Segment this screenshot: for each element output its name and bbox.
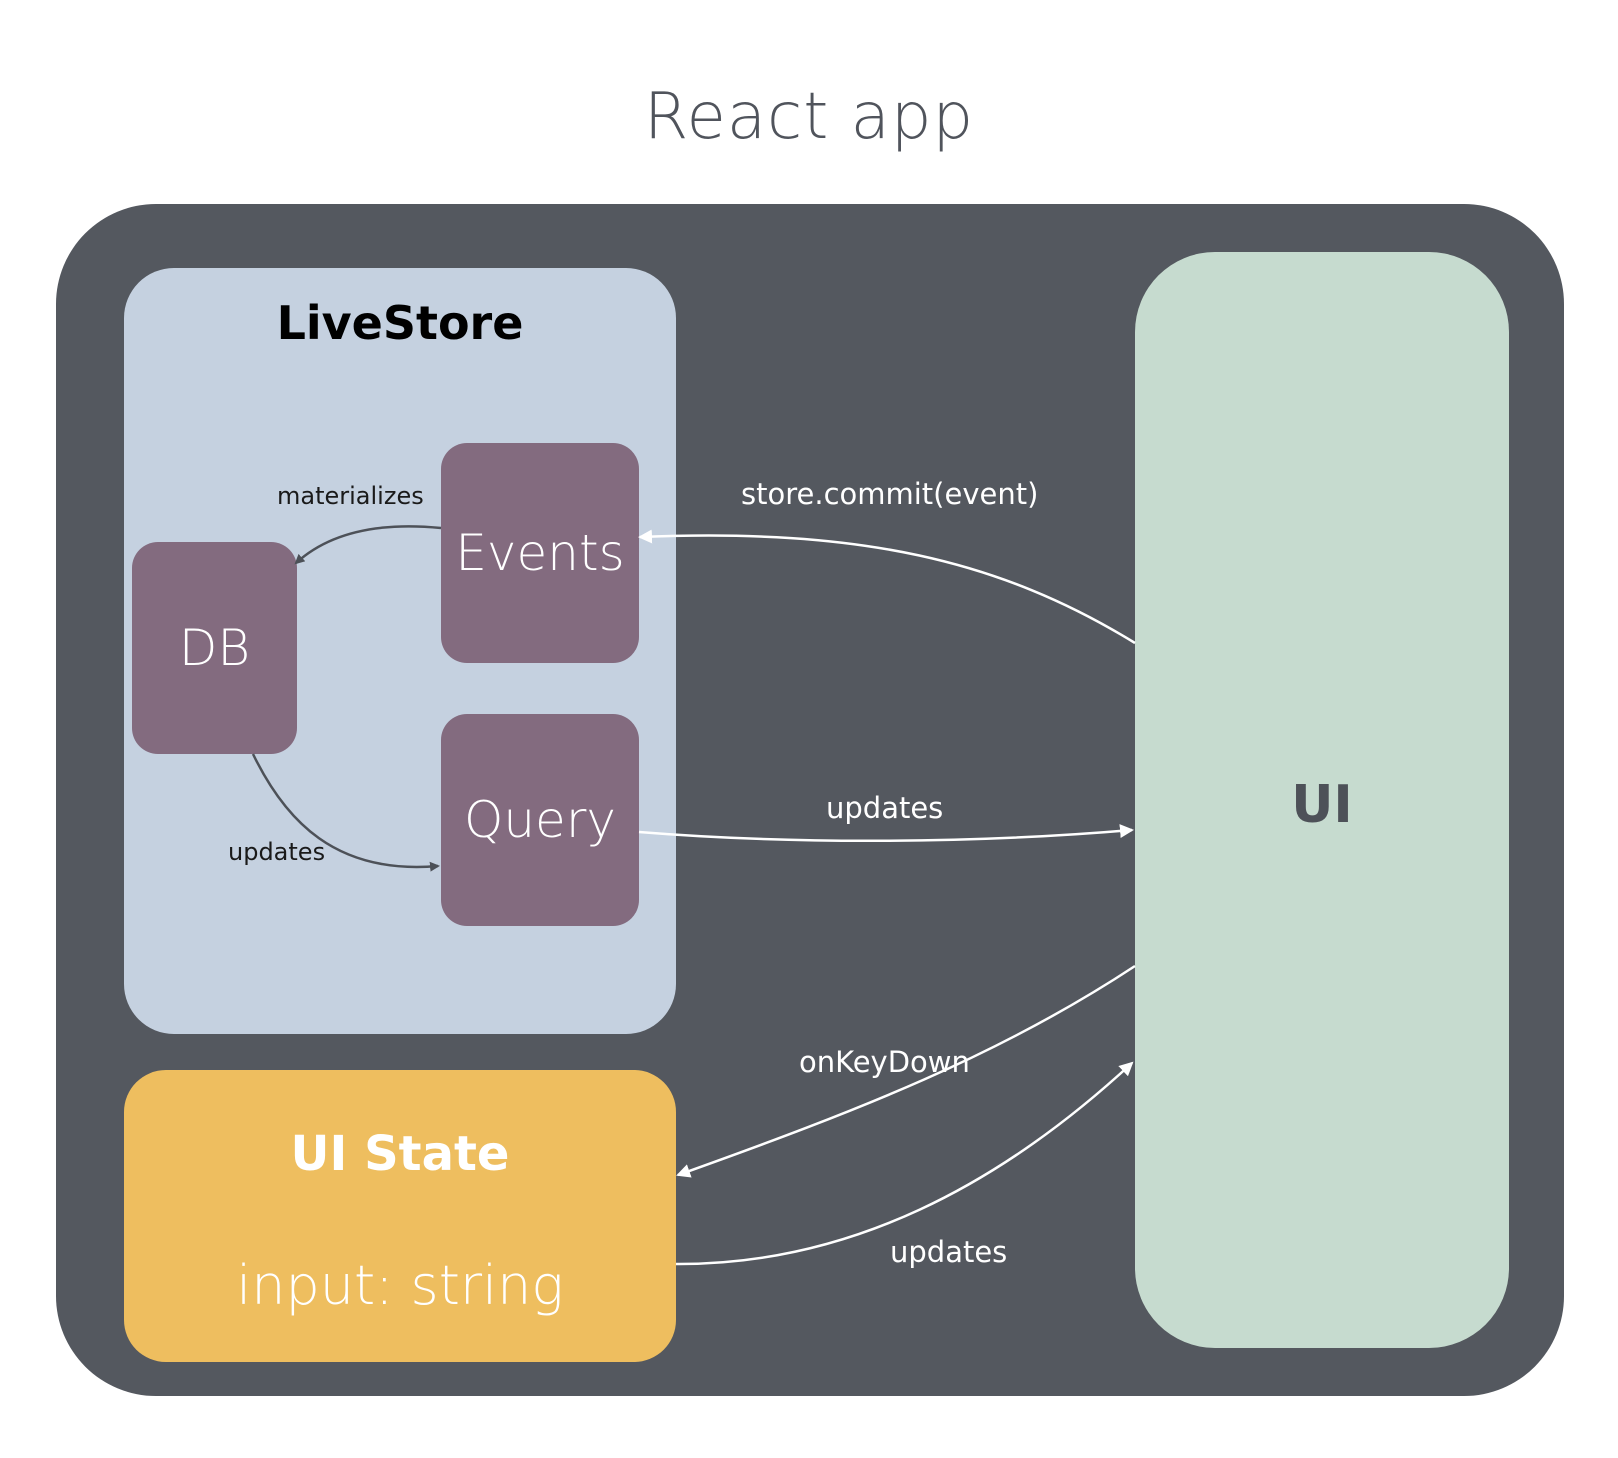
edge-commit bbox=[638, 529, 1136, 645]
query-updates-label: updates bbox=[826, 791, 944, 825]
query-label: Query bbox=[464, 791, 616, 849]
materializes-label: materializes bbox=[277, 482, 424, 510]
edge-db-updates bbox=[251, 753, 440, 872]
ui-title: UI bbox=[1291, 775, 1353, 835]
db-node: DB bbox=[132, 542, 297, 754]
on-key-down-label: onKeyDown bbox=[799, 1045, 970, 1079]
events-node: Events bbox=[441, 443, 639, 663]
db-updates-label: updates bbox=[228, 838, 326, 866]
state-updates-label: updates bbox=[890, 1235, 1008, 1269]
commit-label: store.commit(event) bbox=[741, 477, 1039, 511]
edge-state-updates bbox=[675, 1061, 1134, 1266]
query-node: Query bbox=[441, 714, 639, 926]
page-title: React app bbox=[643, 80, 975, 154]
edge-on-key-down bbox=[676, 964, 1136, 1178]
edge-query-updates bbox=[638, 824, 1134, 843]
ui-state-title: UI State bbox=[290, 1126, 510, 1182]
ui-state-container bbox=[124, 1070, 676, 1362]
ui-panel bbox=[1135, 252, 1509, 1348]
edge-materializes bbox=[294, 525, 442, 565]
events-label: Events bbox=[455, 524, 625, 582]
ui-state-field: input: string bbox=[236, 1254, 564, 1317]
db-label: DB bbox=[178, 619, 251, 677]
livestore-title: LiveStore bbox=[276, 296, 524, 350]
